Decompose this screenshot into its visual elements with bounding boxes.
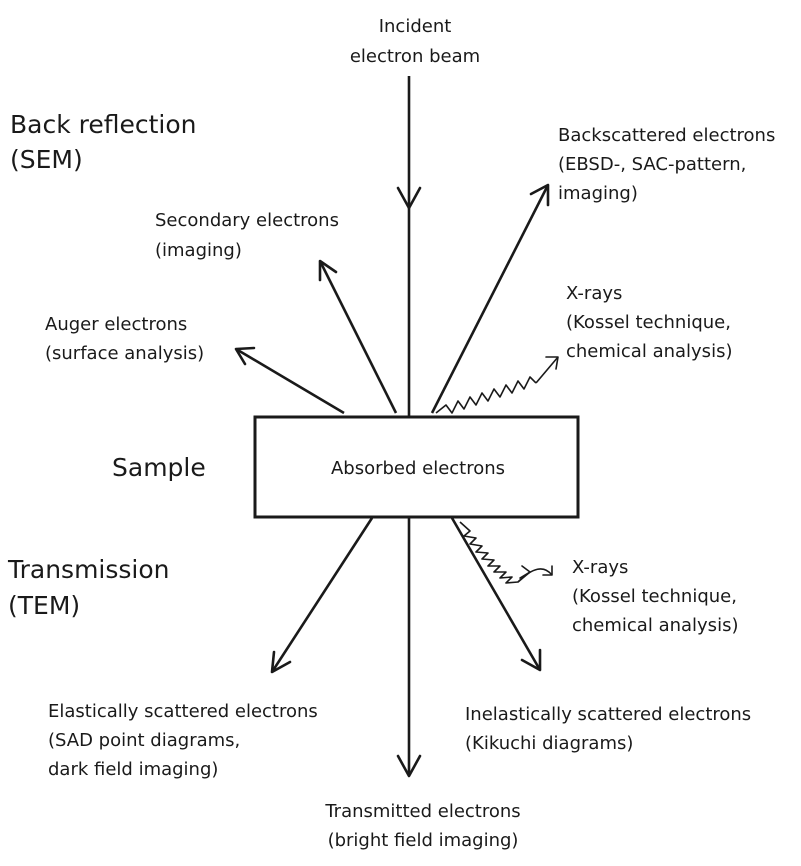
transmitted-electrons-label-line2: (bright field imaging): [328, 830, 519, 851]
sample-label: Sample: [112, 453, 206, 482]
xrays-bottom-label-line2: (Kossel technique,: [572, 586, 737, 607]
transmission-heading-line2: (TEM): [8, 591, 80, 620]
xrays-bottom-wavy-arrow: [459, 521, 553, 584]
absorbed-electrons-label: Absorbed electrons: [331, 458, 505, 479]
elastically-scattered-arrow: [270, 517, 374, 674]
sample-box: [253, 415, 580, 519]
incident-beam-arrow: [396, 76, 422, 416]
elastically-scattered-label-line1: Elastically scattered electrons: [48, 701, 318, 722]
xrays-top-label-line1: X-rays: [566, 283, 622, 304]
auger-electrons-label-line1: Auger electrons: [45, 314, 187, 335]
backscattered-label-line1: Backscattered electrons: [558, 125, 775, 146]
inelastically-scattered-label-line1: Inelastically scattered electrons: [465, 704, 751, 725]
transmitted-electrons-arrow: [396, 518, 422, 778]
xrays-bottom-label-line1: X-rays: [572, 557, 628, 578]
xrays-bottom-label-line3: chemical analysis): [572, 615, 738, 636]
incident-beam-label-line2: electron beam: [350, 46, 480, 67]
transmitted-electrons-label-line1: Transmitted electrons: [324, 801, 520, 822]
secondary-electrons-label-line1: Secondary electrons: [155, 210, 339, 231]
incident-beam-label-line1: Incident: [379, 16, 452, 37]
xrays-top-label-line2: (Kossel technique,: [566, 312, 731, 333]
inelastically-scattered-arrow: [450, 517, 542, 672]
backscattered-label-line2: (EBSD-, SAC-pattern,: [558, 154, 746, 175]
auger-electrons-arrow: [234, 346, 345, 415]
back-reflection-heading-line1: Back reflection: [10, 110, 197, 139]
auger-electrons-label-line2: (surface analysis): [45, 343, 204, 364]
inelastically-scattered-label-line2: (Kikuchi diagrams): [465, 733, 633, 754]
back-reflection-heading-line2: (SEM): [10, 145, 83, 174]
elastically-scattered-label-line3: dark field imaging): [48, 759, 218, 780]
elastically-scattered-label-line2: (SAD point diagrams,: [48, 730, 240, 751]
xrays-top-label-line3: chemical analysis): [566, 341, 732, 362]
xrays-top-wavy-arrow: [435, 356, 559, 414]
secondary-electrons-arrow: [318, 259, 398, 414]
backscattered-label-line3: imaging): [558, 183, 638, 204]
backscattered-arrow: [430, 183, 550, 414]
secondary-electrons-label-line2: (imaging): [155, 240, 242, 261]
transmission-heading-line1: Transmission: [7, 555, 170, 584]
